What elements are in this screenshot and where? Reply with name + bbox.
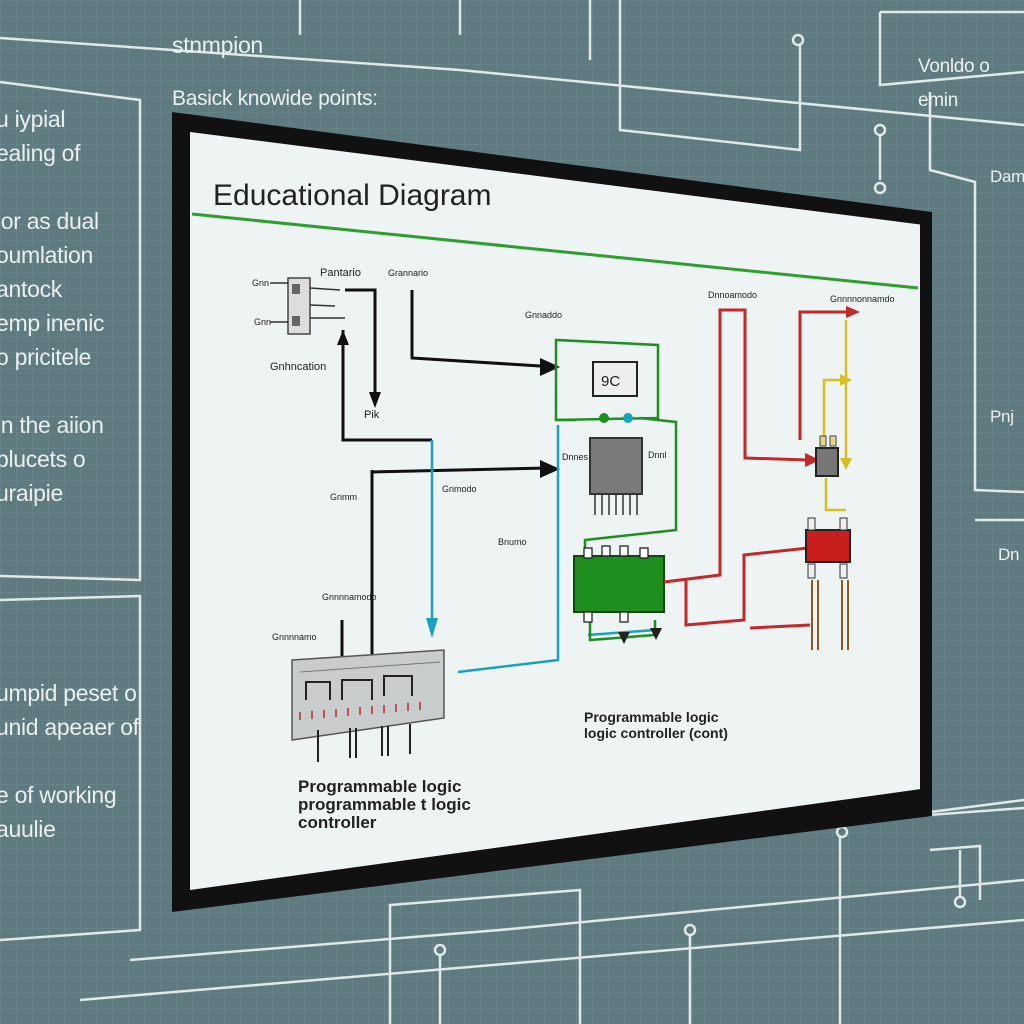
label-pik: Pik [364,409,380,421]
chip-9c-label: 9C [601,373,620,390]
right-small-label-3: Dn [998,545,1020,564]
green-module [573,555,665,613]
label-top-left-a: Pantario [320,267,361,279]
top-label: stnmpion [172,32,263,58]
left-text-block-3: umpid peset o unid apeaer of e of workin… [0,680,139,842]
label-chip-right: Dnnl [648,450,667,460]
arrow-up-1 [337,330,349,345]
left-text-block-2: emp inenic o pricitele in the aiion pluc… [0,310,105,506]
label-mid-arrow: Gnmodo [442,484,477,494]
caption-line: programmable t logic [298,795,471,814]
label-lower-left-b: Gnnnnamo [272,632,317,642]
caption-line: logic controller (cont) [584,725,728,741]
label-top-right-b: Gnnnnonnamdo [830,294,895,304]
label-side-b: Gnn [254,317,271,327]
arrow-right-2 [540,460,560,478]
input-switch-cluster [270,277,345,335]
label-bus: Bnumo [498,537,527,547]
relay-gray [815,447,839,477]
caption-line: Programmable logic [298,777,461,796]
arrow-red-2 [846,306,860,318]
right-small-label-2: Pnj [990,407,1014,426]
caption-line: controller [298,813,377,832]
label-top-left-b: Grannario [388,268,428,278]
label-top-right-a: Dnnoamodo [708,290,757,300]
diagram-title: Educational Diagram [213,179,491,212]
subtitle-label: Basick knowide points: [172,87,378,110]
monitor-screen [190,132,920,890]
arrow-down-cyan [426,618,438,638]
arrow-right-1 [540,358,560,376]
red-module [805,529,851,563]
arrow-down-1 [369,392,381,408]
left-text-block-1: u iypial ealing of lor as dual oumlation… [0,106,99,302]
label-generator: Gnhncation [270,361,326,373]
label-mid-left: Gnmm [330,492,357,502]
plc-terminal-strip [291,649,445,762]
right-top-label: Vonldo o emin [918,56,990,111]
label-side-a: Gnn [252,278,269,288]
title-rule [191,212,919,290]
arrow-red-1 [805,453,820,467]
label-lower-left-a: Gnnnnamodo [322,592,377,602]
chip-9c [592,361,638,397]
cpu-chip [589,437,643,495]
label-chip-left: Dnnes [562,452,589,462]
caption-line: Programmable logic [584,709,719,725]
right-small-label-1: Dam [990,167,1024,186]
label-top-center: Gnnaddo [525,310,562,320]
